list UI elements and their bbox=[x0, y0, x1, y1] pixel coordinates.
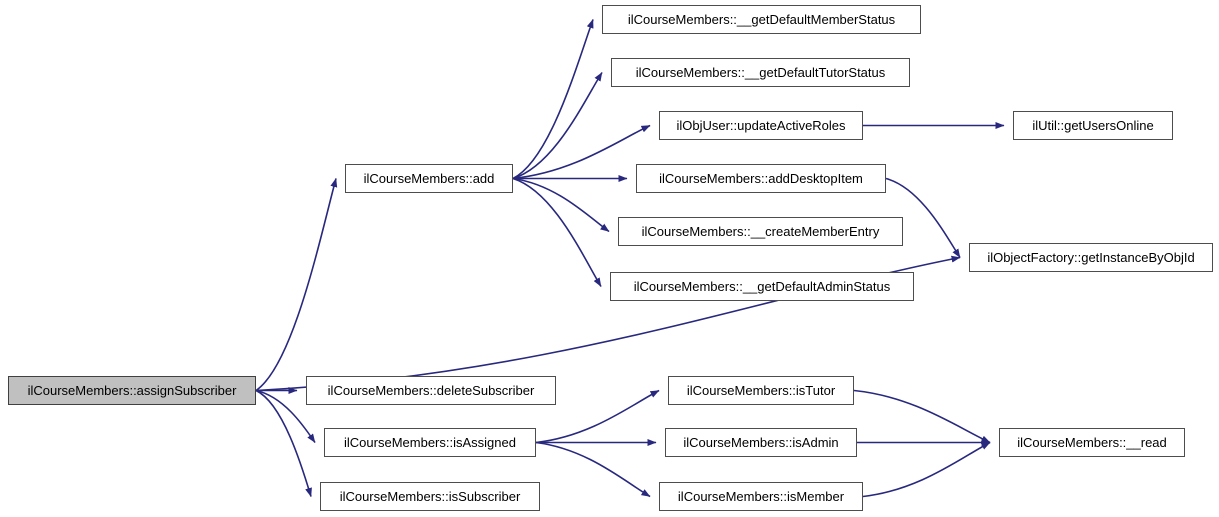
graph-node-label: ilCourseMembers::__createMemberEntry bbox=[641, 224, 880, 239]
graph-edge-isAssigned-to-isMember bbox=[535, 441, 651, 498]
graph-node-addDesktopItem[interactable]: ilCourseMembers::addDesktopItem bbox=[636, 164, 886, 193]
graph-node-label: ilCourseMembers::__getDefaultMemberStatu… bbox=[627, 12, 896, 27]
graph-node-label: ilCourseMembers::add bbox=[363, 171, 495, 186]
graph-node-isSubscriber[interactable]: ilCourseMembers::isSubscriber bbox=[320, 482, 540, 511]
graph-node-isAssigned[interactable]: ilCourseMembers::isAssigned bbox=[324, 428, 536, 457]
graph-node-isAdmin[interactable]: ilCourseMembers::isAdmin bbox=[665, 428, 857, 457]
graph-node-label: ilCourseMembers::isAdmin bbox=[683, 435, 839, 450]
graph-node-add[interactable]: ilCourseMembers::add bbox=[345, 164, 513, 193]
graph-node-getInstanceByObjId[interactable]: ilObjectFactory::getInstanceByObjId bbox=[969, 243, 1213, 272]
graph-edge-add-to-updateActiveRoles bbox=[512, 124, 651, 180]
graph-node-label: ilCourseMembers::addDesktopItem bbox=[659, 171, 863, 186]
graph-edge-assignSubscriber-to-add bbox=[255, 178, 338, 392]
graph-node-label: ilCourseMembers::__getDefaultTutorStatus bbox=[635, 65, 886, 80]
graph-node-assignSubscriber[interactable]: ilCourseMembers::assignSubscriber bbox=[8, 376, 256, 405]
graph-node-label: ilUtil::getUsersOnline bbox=[1032, 118, 1154, 133]
graph-node-isMember[interactable]: ilCourseMembers::isMember bbox=[659, 482, 863, 511]
graph-node-label: ilCourseMembers::isMember bbox=[677, 489, 845, 504]
graph-node-label: ilCourseMembers::isAssigned bbox=[344, 435, 516, 450]
graph-node-read[interactable]: ilCourseMembers::__read bbox=[999, 428, 1185, 457]
graph-edge-add-to-getDefaultMemberStatus bbox=[512, 19, 594, 180]
graph-node-label: ilObjUser::updateActiveRoles bbox=[676, 118, 846, 133]
graph-node-getDefaultTutorStatus[interactable]: ilCourseMembers::__getDefaultTutorStatus bbox=[611, 58, 910, 87]
graph-node-getDefaultMemberStatus[interactable]: ilCourseMembers::__getDefaultMemberStatu… bbox=[602, 5, 921, 34]
graph-node-label: ilCourseMembers::deleteSubscriber bbox=[327, 383, 535, 398]
graph-node-createMemberEntry[interactable]: ilCourseMembers::__createMemberEntry bbox=[618, 217, 903, 246]
graph-node-label: ilCourseMembers::isTutor bbox=[686, 383, 836, 398]
graph-edge-isTutor-to-read bbox=[853, 389, 991, 444]
graph-node-label: ilCourseMembers::isSubscriber bbox=[339, 489, 521, 504]
graph-edge-assignSubscriber-to-isSubscriber bbox=[255, 389, 312, 497]
graph-node-getUsersOnline[interactable]: ilUtil::getUsersOnline bbox=[1013, 111, 1173, 140]
graph-node-isTutor[interactable]: ilCourseMembers::isTutor bbox=[668, 376, 854, 405]
graph-node-label: ilCourseMembers::assignSubscriber bbox=[27, 383, 237, 398]
graph-node-getDefaultAdminStatus[interactable]: ilCourseMembers::__getDefaultAdminStatus bbox=[610, 272, 914, 301]
graph-edge-add-to-getDefaultTutorStatus bbox=[512, 72, 603, 180]
graph-node-label: ilCourseMembers::__getDefaultAdminStatus bbox=[633, 279, 891, 294]
graph-edge-isMember-to-read bbox=[862, 441, 991, 498]
graph-node-deleteSubscriber[interactable]: ilCourseMembers::deleteSubscriber bbox=[306, 376, 556, 405]
graph-node-updateActiveRoles[interactable]: ilObjUser::updateActiveRoles bbox=[659, 111, 863, 140]
graph-node-label: ilObjectFactory::getInstanceByObjId bbox=[987, 250, 1195, 265]
graph-edge-add-to-createMemberEntry bbox=[512, 177, 610, 233]
graph-edge-add-to-getDefaultAdminStatus bbox=[512, 177, 602, 287]
graph-node-label: ilCourseMembers::__read bbox=[1017, 435, 1167, 450]
